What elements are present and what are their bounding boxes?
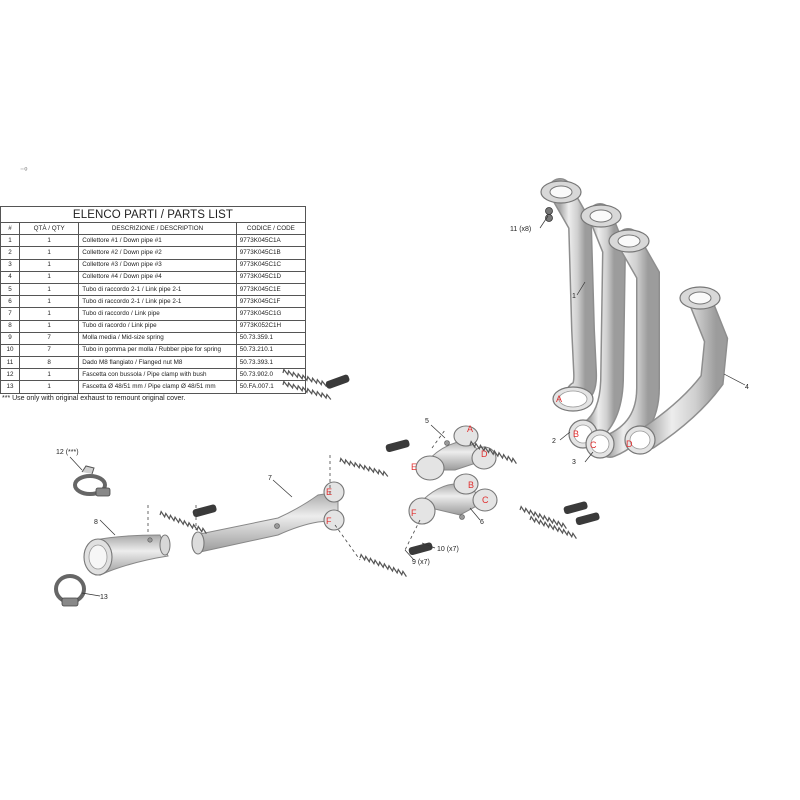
letter-e-link7: E: [326, 487, 332, 497]
cell-qty: 1: [19, 380, 80, 394]
parts-list-table: ELENCO PARTI / PARTS LIST # QTÀ / QTY DE…: [0, 206, 307, 394]
footnote: *** Use only with original exhaust to re…: [2, 395, 186, 402]
down-pipe-1: [540, 178, 598, 412]
callout-4: 4: [745, 384, 749, 391]
cell-num: 13: [0, 380, 21, 394]
letter-d-link5: D: [481, 449, 488, 459]
callout-3: 3: [572, 459, 576, 466]
letter-f-link6: F: [411, 508, 417, 518]
callout-13: 13: [100, 594, 108, 601]
corner-mark: ⁻⁰: [20, 166, 28, 175]
cell-code: 50.73.393.1: [235, 356, 307, 370]
link-pipe-6: [408, 473, 498, 525]
spring-9: [282, 368, 332, 388]
pipe-clamp-13: [54, 574, 86, 607]
spring-9: [359, 553, 407, 577]
callout-10: 10 (x7): [437, 546, 459, 553]
rubber-pipe-10: [408, 542, 433, 556]
callout-5: 5: [425, 418, 429, 425]
callout-2: 2: [552, 438, 556, 445]
spring-9: [282, 380, 332, 400]
callout-labels: 11 (x8) 1 2 3 4 5 6 7 8 12 (***) 13 9 (x…: [56, 226, 749, 601]
assembly-dashed-lines: [147, 429, 446, 561]
spring-9: [529, 515, 577, 539]
letter-b-link6: B: [468, 480, 474, 490]
letter-a-link5: A: [467, 424, 473, 434]
rubber-pipe-10: [192, 504, 217, 518]
rubber-pipe-10: [563, 501, 588, 515]
cell-num: 8: [0, 319, 21, 333]
rubber-pipe-10: [575, 512, 600, 526]
rubber-pipe-10: [325, 374, 350, 389]
down-pipe-4: [624, 286, 729, 455]
letter-c-pipe3: C: [590, 440, 597, 450]
springs-group: [159, 368, 600, 577]
cell-num: 4: [0, 270, 21, 284]
callout-1: 1: [572, 293, 576, 300]
spring-9: [519, 505, 567, 529]
letter-f-link7: F: [326, 516, 332, 526]
link-pipe-8: [83, 534, 171, 576]
letter-a-pipe1: A: [556, 394, 562, 404]
spring-9: [469, 440, 517, 464]
callout-12: 12 (***): [56, 449, 79, 456]
callout-9: 9 (x7): [412, 559, 430, 566]
link-pipe-5: [415, 425, 497, 481]
letter-e-link5: E: [411, 462, 417, 472]
spring-9: [339, 457, 389, 477]
callout-11: 11 (x8): [510, 226, 531, 233]
pipe-clamp-12: [73, 465, 111, 497]
link-pipe-7: [191, 481, 345, 555]
callout-6: 6: [480, 519, 484, 526]
connection-letters: A B C D A D E B C F E F: [326, 394, 633, 526]
cell-num: 6: [0, 295, 21, 309]
letter-c-link6: C: [482, 495, 489, 505]
rubber-pipe-10: [385, 439, 410, 453]
leader-lines: [69, 215, 746, 597]
callout-7: 7: [268, 475, 272, 482]
letter-b-pipe2: B: [573, 429, 579, 439]
letter-d-pipe4: D: [626, 439, 633, 449]
down-pipe-2: [568, 203, 627, 449]
spring-9: [159, 510, 207, 534]
cell-code: 9773K045C1G: [235, 307, 307, 321]
callout-8: 8: [94, 519, 98, 526]
down-pipe-3: [585, 228, 660, 459]
flanged-nut-11: [545, 207, 553, 222]
